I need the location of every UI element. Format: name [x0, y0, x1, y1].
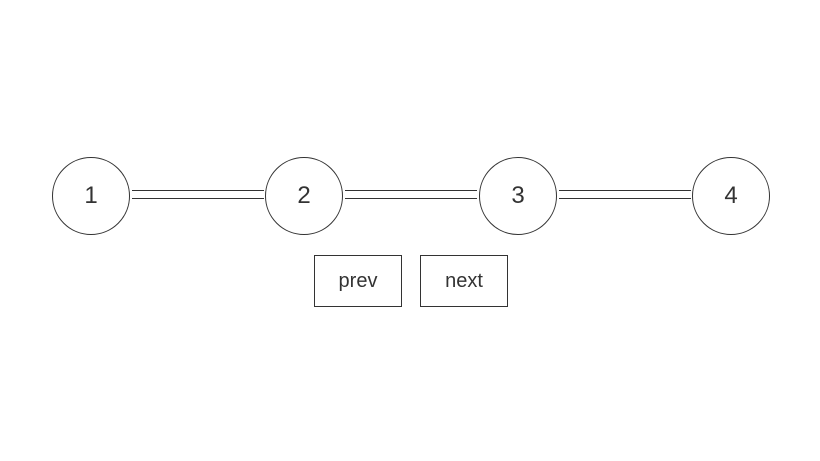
stepper: 1 2 3 4 — [52, 157, 770, 235]
stepper-controls: prev next — [314, 255, 508, 307]
step-connector-3-4 — [559, 190, 691, 199]
step-label-3: 3 — [511, 182, 525, 209]
step-circle-1: 1 — [52, 157, 130, 235]
step-connector-1-2 — [132, 190, 264, 199]
step-label-1: 1 — [84, 182, 98, 209]
step-connector-2-3 — [345, 190, 477, 199]
prev-button[interactable]: prev — [314, 255, 402, 307]
next-button[interactable]: next — [420, 255, 508, 307]
step-label-2: 2 — [297, 182, 311, 209]
step-circle-3: 3 — [479, 157, 557, 235]
step-circle-2: 2 — [265, 157, 343, 235]
step-label-4: 4 — [724, 182, 738, 209]
step-circle-4: 4 — [692, 157, 770, 235]
